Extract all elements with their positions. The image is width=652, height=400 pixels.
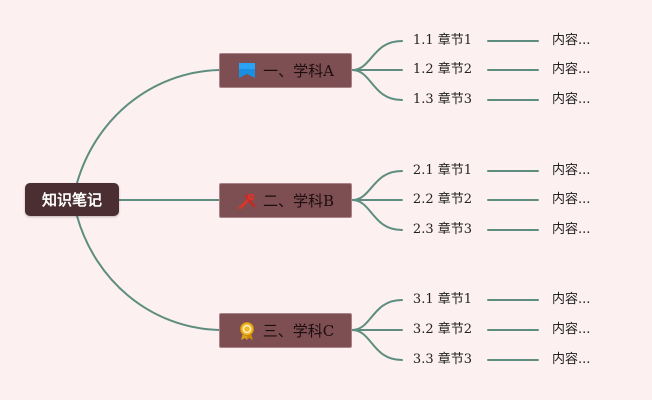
chapter-c-1[interactable]: 3.1 章节1 <box>412 292 472 307</box>
subject-a-label: 一、学科A <box>263 62 334 80</box>
subject-b-label: 二、学科B <box>262 192 335 210</box>
subject-c-label: 三、学科C <box>262 322 335 340</box>
connector-b-ch3 <box>351 199 403 231</box>
content-b-1[interactable]: 内容... <box>552 163 591 178</box>
chapter-c-2[interactable]: 3.2 章节2 <box>412 322 472 337</box>
blue-flag-icon <box>237 61 257 81</box>
connector-b-ch1 <box>351 170 403 201</box>
content-a-2[interactable]: 内容... <box>552 62 591 77</box>
connector-a-ch1 <box>351 40 403 71</box>
root-topic[interactable]: 知识笔记 <box>25 183 119 216</box>
content-a-1[interactable]: 内容... <box>552 33 591 48</box>
connector-a-ch3 <box>351 69 403 101</box>
chapter-a-2[interactable]: 1.2 章节2 <box>412 62 472 77</box>
chapter-a-1[interactable]: 1.1 章节1 <box>412 33 472 48</box>
subject-b-node[interactable]: 二、学科B <box>219 183 352 218</box>
chapter-b-2[interactable]: 2.2 章节2 <box>412 192 472 207</box>
content-b-2[interactable]: 内容... <box>552 192 591 207</box>
chapter-c-3[interactable]: 3.3 章节3 <box>412 352 472 367</box>
connector-root-subject-c <box>76 215 220 331</box>
chapter-b-1[interactable]: 2.1 章节1 <box>412 163 472 178</box>
connector-c-ch3 <box>351 329 403 361</box>
chapter-b-3[interactable]: 2.3 章节3 <box>412 222 472 237</box>
connector-root-subject-a <box>76 69 220 184</box>
connector-c-ch1 <box>351 299 403 331</box>
content-a-3[interactable]: 内容... <box>552 92 591 107</box>
red-tools-icon <box>237 191 257 211</box>
root-topic-label: 知识笔记 <box>41 191 102 209</box>
content-b-3[interactable]: 内容... <box>552 222 591 237</box>
chapter-a-3[interactable]: 1.3 章节3 <box>412 92 472 107</box>
content-c-3[interactable]: 内容... <box>552 352 591 367</box>
subject-c-node[interactable]: 三、学科C <box>219 313 352 348</box>
subject-a-node[interactable]: 一、学科A <box>219 53 352 88</box>
content-c-2[interactable]: 内容... <box>552 322 591 337</box>
gold-medal-icon <box>237 321 257 341</box>
content-c-1[interactable]: 内容... <box>552 292 591 307</box>
